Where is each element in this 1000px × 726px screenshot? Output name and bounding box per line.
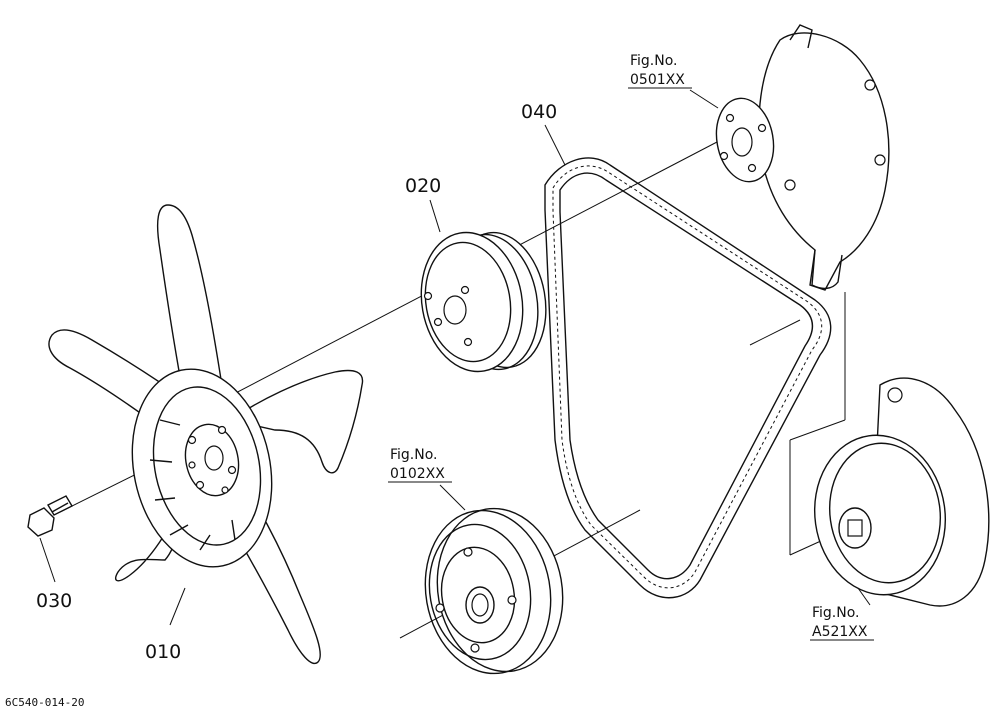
drawing-code: 6C540-014-20 — [5, 696, 84, 709]
fan — [48, 204, 364, 665]
bolt — [27, 495, 73, 537]
figure-ref-crankshaft-pulley-line2: 0102XX — [390, 466, 445, 482]
alternator — [813, 377, 990, 607]
crankshaft-pulley — [424, 507, 564, 675]
fan-belt — [544, 157, 832, 599]
part-label-fan-pulley: 020 — [405, 175, 441, 197]
figure-ref-water-pump-line2: 0501XX — [630, 72, 685, 88]
fan-pulley — [420, 231, 547, 373]
figure-ref-crankshaft-pulley-line1: Fig.No. — [390, 447, 438, 463]
part-label-bolt: 030 — [36, 590, 72, 612]
water-pump — [715, 24, 890, 291]
part-label-fan-belt: 040 — [521, 101, 557, 123]
part-label-fan: 010 — [145, 641, 181, 663]
figure-ref-alternator-line2: A521XX — [812, 624, 868, 640]
figure-ref-alternator-line1: Fig.No. — [812, 605, 860, 621]
leader-lines — [39, 89, 871, 626]
figure-ref-water-pump-line1: Fig.No. — [630, 53, 678, 69]
